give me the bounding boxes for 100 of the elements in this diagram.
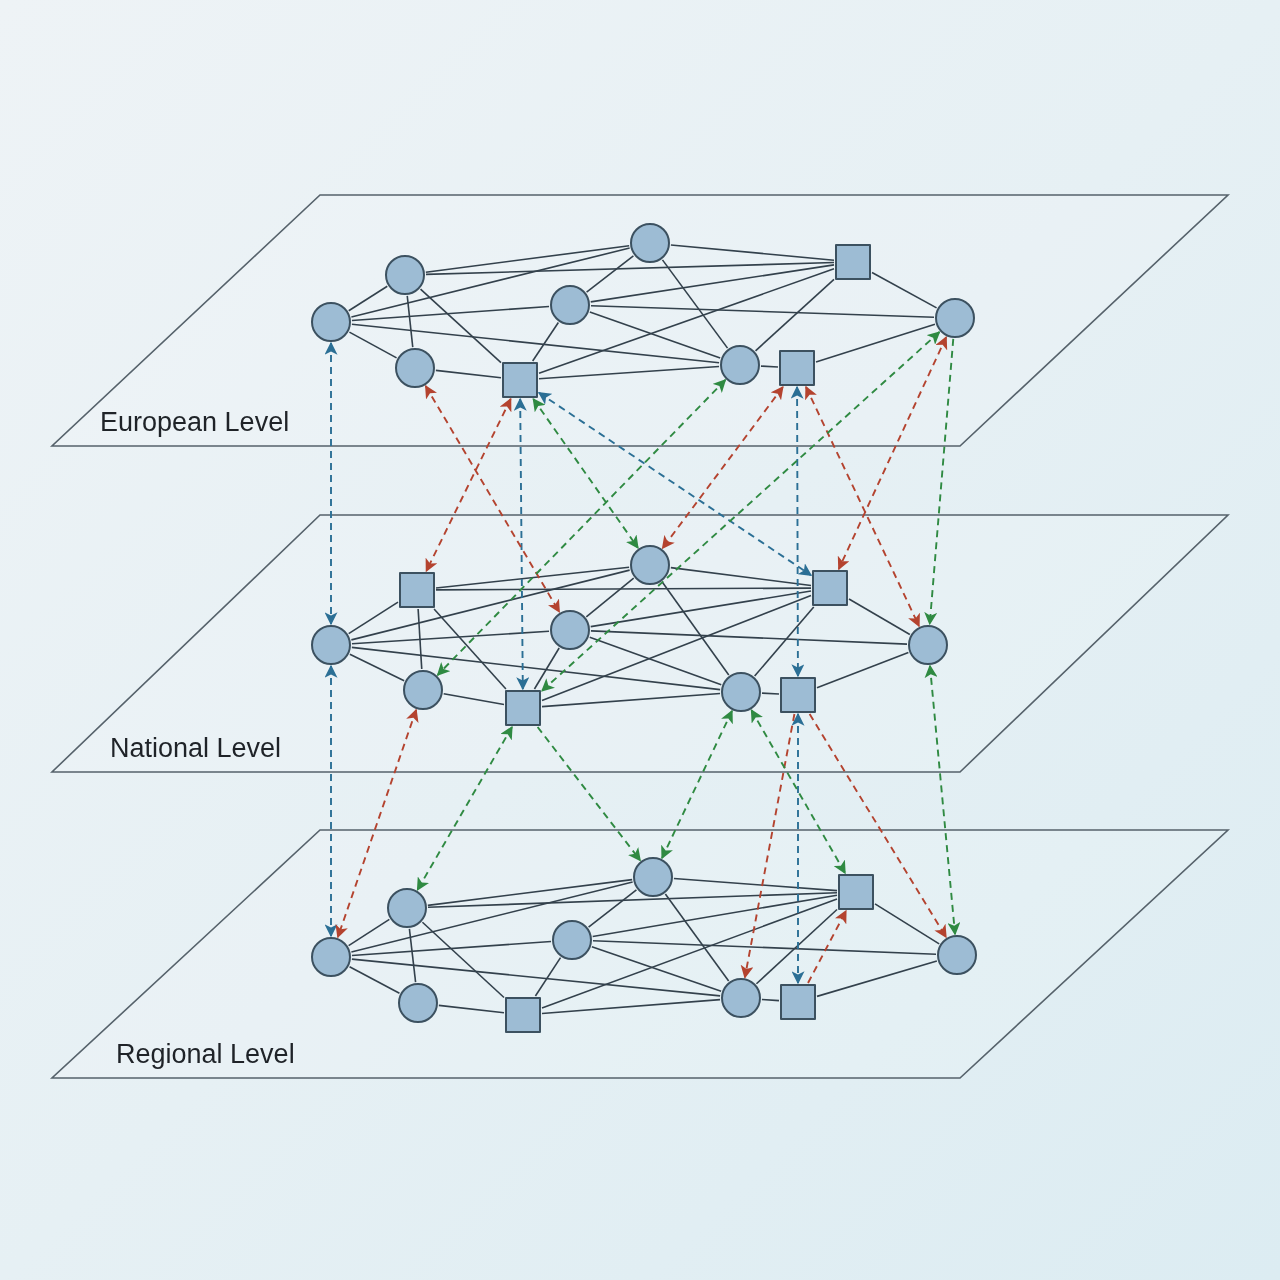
dashed-arrow bbox=[324, 341, 338, 626]
dashed-arrow bbox=[805, 385, 920, 628]
connection-line bbox=[435, 369, 502, 379]
circle-node bbox=[403, 670, 443, 710]
square-node bbox=[812, 570, 848, 606]
dashed-arrow bbox=[541, 331, 941, 692]
connection-line bbox=[433, 608, 507, 690]
square-node bbox=[780, 984, 816, 1020]
circle-node bbox=[311, 625, 351, 665]
dashed-arrow bbox=[335, 708, 419, 939]
circle-node bbox=[721, 978, 761, 1018]
circle-node bbox=[395, 348, 435, 388]
square-node bbox=[838, 874, 874, 910]
connection-line bbox=[664, 893, 730, 982]
connection-line bbox=[848, 598, 911, 636]
circle-node bbox=[550, 610, 590, 650]
circle-node bbox=[908, 625, 948, 665]
dashed-arrow bbox=[837, 335, 948, 571]
connection-line bbox=[541, 998, 721, 1015]
dashed-arrow bbox=[924, 338, 955, 626]
connection-line bbox=[350, 881, 634, 953]
connection-line bbox=[753, 606, 815, 677]
square-node bbox=[780, 677, 816, 713]
connection-line bbox=[419, 288, 502, 364]
dashed-arrow bbox=[750, 709, 847, 875]
dashed-arrow bbox=[324, 664, 338, 938]
connection-line bbox=[350, 247, 631, 318]
circle-node bbox=[633, 857, 673, 897]
connection-line bbox=[531, 321, 560, 362]
connection-line bbox=[761, 692, 780, 695]
connection-line bbox=[541, 692, 721, 708]
dashed-arrow bbox=[807, 909, 847, 984]
connection-line bbox=[438, 1004, 505, 1014]
connection-line bbox=[351, 958, 721, 997]
circle-node bbox=[398, 983, 438, 1023]
connection-line bbox=[587, 889, 638, 928]
square-node bbox=[502, 362, 538, 398]
layer-label: European Level bbox=[100, 407, 290, 438]
layer-plane bbox=[52, 830, 1228, 1078]
circle-node bbox=[311, 937, 351, 977]
layer-plane bbox=[52, 515, 1228, 772]
square-node bbox=[835, 244, 871, 280]
dashed-arrow bbox=[740, 713, 796, 979]
layer-plane bbox=[52, 195, 1228, 446]
circle-node bbox=[550, 285, 590, 325]
connection-line bbox=[425, 261, 835, 276]
connection-line bbox=[421, 921, 505, 999]
dashed-arrow bbox=[537, 391, 813, 577]
connection-line bbox=[351, 323, 720, 364]
connection-line bbox=[538, 267, 835, 375]
connection-line bbox=[874, 903, 940, 945]
dashed-arrow bbox=[424, 384, 561, 614]
connection-line bbox=[592, 940, 937, 955]
connection-line bbox=[755, 908, 838, 985]
connection-line bbox=[406, 295, 414, 348]
square-node bbox=[399, 572, 435, 608]
circle-node bbox=[721, 672, 761, 712]
dashed-arrow bbox=[536, 726, 642, 862]
connection-line bbox=[349, 653, 405, 682]
connection-line bbox=[347, 918, 391, 947]
connection-line bbox=[348, 966, 401, 994]
connection-line bbox=[591, 894, 838, 938]
circle-node bbox=[937, 935, 977, 975]
dashed-arrow bbox=[661, 709, 733, 860]
connection-line bbox=[351, 630, 550, 645]
connection-line bbox=[871, 271, 938, 309]
dashed-arrow bbox=[513, 397, 530, 691]
connection-line bbox=[754, 278, 835, 352]
connection-line bbox=[585, 255, 635, 293]
connection-line bbox=[351, 646, 721, 691]
connection-line bbox=[534, 956, 562, 997]
layer-label: National Level bbox=[110, 733, 282, 764]
dashed-arrow bbox=[416, 725, 513, 891]
connection-line bbox=[435, 566, 630, 589]
circle-node bbox=[552, 920, 592, 960]
connection-line bbox=[427, 878, 633, 907]
dashed-arrow bbox=[661, 385, 784, 550]
circle-node bbox=[385, 255, 425, 295]
connection-line bbox=[538, 365, 720, 380]
connection-line bbox=[761, 998, 780, 1002]
connection-line bbox=[541, 594, 812, 702]
connection-line bbox=[661, 581, 730, 676]
connection-line bbox=[670, 566, 812, 587]
connection-line bbox=[588, 636, 723, 686]
circle-node bbox=[935, 298, 975, 338]
connection-line bbox=[541, 898, 838, 1009]
connection-line bbox=[589, 590, 812, 628]
connection-line bbox=[350, 569, 631, 641]
connection-line bbox=[351, 305, 550, 322]
circle-node bbox=[720, 345, 760, 385]
connection-line bbox=[533, 647, 560, 690]
connection-line bbox=[816, 651, 910, 689]
connection-line bbox=[591, 946, 722, 992]
dashed-arrow bbox=[808, 713, 947, 939]
connection-line bbox=[589, 311, 721, 359]
dashed-arrow bbox=[532, 397, 639, 549]
connection-line bbox=[435, 587, 812, 591]
connection-line bbox=[589, 264, 835, 303]
connection-line bbox=[673, 877, 838, 892]
dashed-arrow bbox=[425, 397, 512, 573]
